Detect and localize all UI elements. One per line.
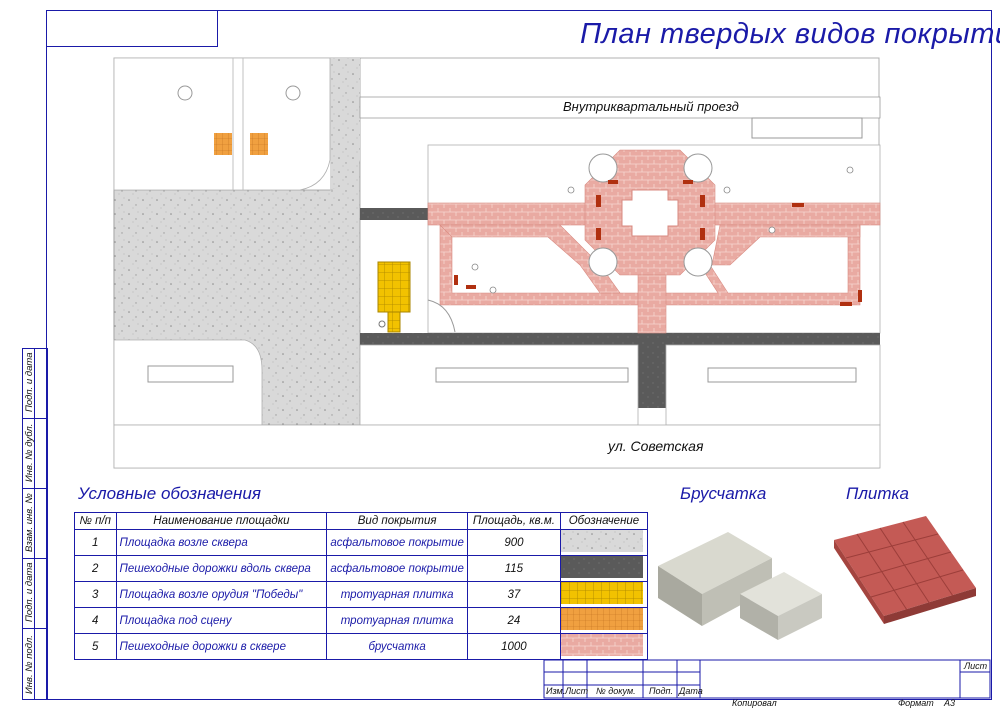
lower-lot-middle <box>359 344 639 426</box>
benches <box>454 180 862 306</box>
planter-se <box>683 247 713 277</box>
asphalt-strip-bottom <box>360 333 880 345</box>
parking-bar-right <box>707 367 857 383</box>
top-left-stamp-box <box>46 10 218 47</box>
row-area: 24 <box>466 607 561 634</box>
table-row: 1 Площадка возле сквера асфальтовое покр… <box>74 529 649 556</box>
table-row: 5 Пешеходные дорожки в сквере брусчатка … <box>74 633 649 660</box>
row-kind: асфальтовое покрытие <box>326 529 468 556</box>
planter-sw <box>588 247 618 277</box>
orange-tile-2 <box>250 133 268 155</box>
parking-bar-middle <box>435 367 629 383</box>
stamp-col-sign: Подп. <box>649 686 673 696</box>
stamp-format-label: Формат <box>898 698 934 708</box>
inner-road <box>359 96 881 119</box>
header-symbol: Обозначение <box>559 512 649 530</box>
row-area: 900 <box>466 529 561 556</box>
stamp-sheet-label: Лист <box>964 661 988 671</box>
tile-title: Плитка <box>846 484 910 503</box>
stamp-col-doc: № докум. <box>596 686 636 696</box>
tile-image <box>834 516 976 624</box>
header-kind: Вид покрытия <box>326 512 468 530</box>
swatch-brick <box>559 633 649 660</box>
row-name: Площадка под сцену <box>115 607 328 634</box>
plaza-corner-white <box>113 57 331 191</box>
stage-arc <box>427 299 456 333</box>
stamp-col-change: Изм. <box>546 686 566 696</box>
row-area: 37 <box>466 581 561 608</box>
paver-image <box>658 532 822 640</box>
row-area: 1000 <box>466 633 561 660</box>
planter-ne <box>683 153 713 183</box>
planter-nw <box>588 153 618 183</box>
asphalt-strip-top <box>360 208 428 220</box>
drawing-frame <box>46 10 992 700</box>
stamp-col-date: Дата <box>679 686 703 696</box>
yellow-tile-stem <box>387 311 401 333</box>
gun-circle <box>378 320 386 328</box>
concrete-strip <box>330 58 360 190</box>
paver-title: Брусчатка <box>680 484 767 503</box>
swatch-concrete <box>559 529 649 556</box>
asphalt-strip-vertical <box>638 333 666 408</box>
street-label: ул. Советская <box>608 438 704 454</box>
orange-tile-1 <box>214 133 232 155</box>
row-kind: тротуарная плитка <box>326 581 468 608</box>
road-box-right <box>751 117 863 139</box>
header-name: Наименование площадки <box>115 512 328 530</box>
row-num: 5 <box>74 633 117 660</box>
row-area: 115 <box>466 555 561 582</box>
lower-lot-right <box>665 344 881 426</box>
lamp-right <box>285 85 301 101</box>
lamp-left <box>177 85 193 101</box>
road-label: Внутриквартальный проезд <box>563 99 739 114</box>
central-figure <box>621 189 679 237</box>
stamp-format-value: А3 <box>944 698 956 708</box>
page-title: План твердых видов покрытий <box>580 18 1000 50</box>
row-name: Площадка возле орудия "Победы" <box>115 581 328 608</box>
street <box>113 424 881 469</box>
stamp-copied: Копировал <box>732 698 777 708</box>
side-strip-inner <box>34 348 48 700</box>
row-name: Пешеходные дорожки в сквере <box>115 633 328 660</box>
legend-title: Условные обозначения <box>78 484 261 503</box>
stamp-col-sheet: Лист <box>565 686 589 696</box>
parking-bar-left <box>147 365 234 383</box>
trash-bins <box>471 166 854 294</box>
row-kind: асфальтовое покрытие <box>326 555 468 582</box>
legend-table: № п/п Наименование площадки Вид покрытия… <box>74 512 649 660</box>
table-row: 3 Площадка возле орудия "Победы" тротуар… <box>74 581 649 608</box>
row-num: 1 <box>74 529 117 556</box>
swatch-yellow-tile <box>559 581 649 608</box>
row-kind: брусчатка <box>326 633 468 660</box>
